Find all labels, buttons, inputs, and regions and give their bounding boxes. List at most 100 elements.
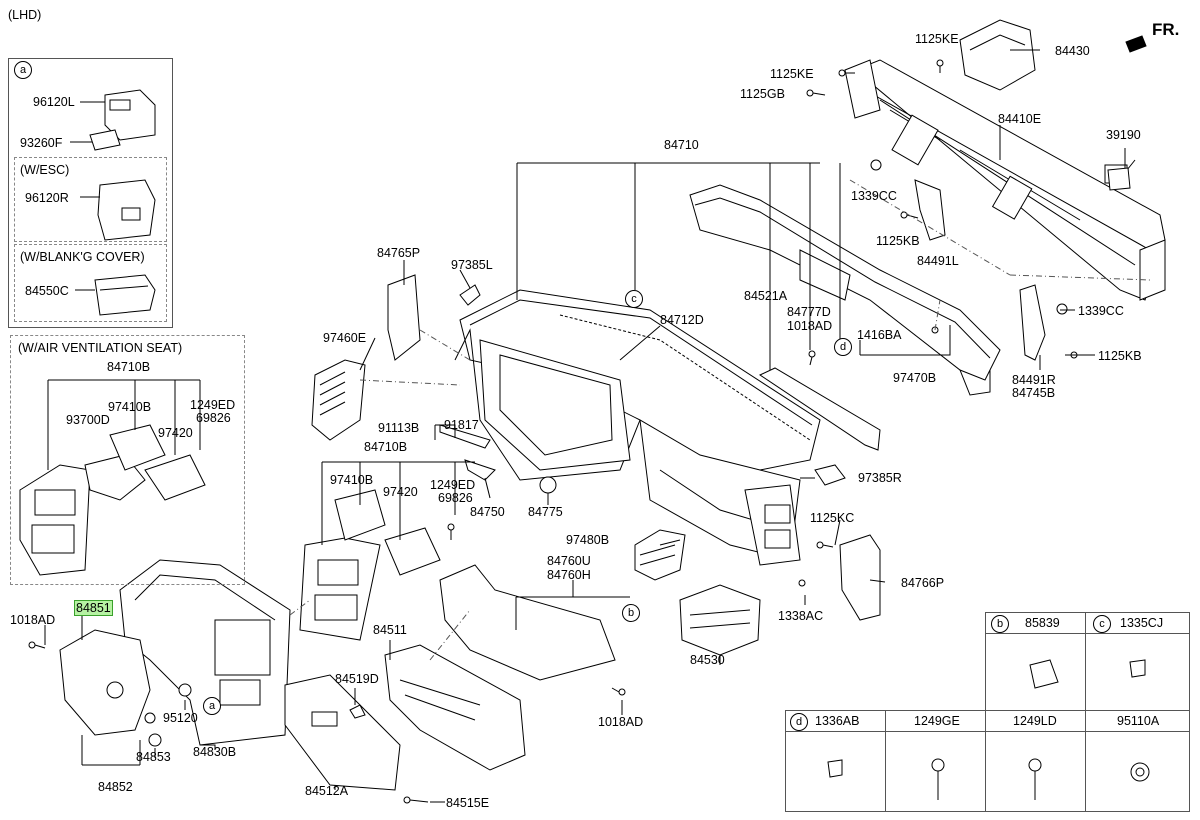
part-label-84512A[interactable]: 84512A — [305, 784, 349, 798]
front-direction-label: FR. — [1152, 20, 1180, 39]
part-label-96120L[interactable]: 96120L — [33, 95, 75, 109]
legend-part-1249GE[interactable]: 1249GE — [914, 714, 960, 728]
w-esc-label: (W/ESC) — [20, 163, 70, 177]
part-label-1018AD-bottom[interactable]: 1018AD — [598, 715, 644, 729]
part-label-1416BA[interactable]: 1416BA — [857, 328, 902, 342]
part-label-91817[interactable]: 91817 — [444, 418, 479, 432]
part-label-84530[interactable]: 84530 — [690, 653, 725, 667]
part-label-93260F[interactable]: 93260F — [20, 136, 63, 150]
callout-a[interactable]: a — [203, 697, 221, 715]
part-label-84710[interactable]: 84710 — [664, 138, 699, 152]
part-label-97385L[interactable]: 97385L — [451, 258, 493, 272]
side-cover-84766P — [839, 534, 881, 621]
part-label-84521A[interactable]: 84521A — [744, 289, 788, 303]
part-label-91113B[interactable]: 91113B — [378, 421, 420, 435]
brace-drawing — [758, 367, 881, 451]
part-label-84853[interactable]: 84853 — [136, 750, 171, 764]
part-label-1125KB-top[interactable]: 1125KB — [876, 234, 920, 248]
part-label-84491L[interactable]: 84491L — [917, 254, 959, 268]
part-label-84511[interactable]: 84511 — [373, 623, 407, 637]
part-label-97460E[interactable]: 97460E — [323, 331, 367, 345]
part-label-97480B[interactable]: 97480B — [566, 533, 610, 547]
part-label-1249ED[interactable]: 1249ED — [430, 478, 476, 492]
w-air-ventilation-seat-label: (W/AIR VENTILATION SEAT) — [18, 341, 183, 355]
part-label-1339CC-right[interactable]: 1339CC — [1078, 304, 1124, 318]
part-label-1125KC[interactable]: 1125KC — [810, 511, 855, 525]
legend-part-1249LD[interactable]: 1249LD — [1013, 714, 1057, 728]
callout-d[interactable]: d — [834, 338, 852, 356]
airbag-drawing — [679, 584, 761, 656]
lamp-39190 — [1107, 167, 1131, 191]
switch-95120 — [178, 683, 192, 697]
part-label-84745B[interactable]: 84745B — [1012, 386, 1056, 400]
shroud-drawing — [59, 629, 156, 736]
legend-part-1336AB[interactable]: 1336AB — [815, 714, 860, 728]
part-label-97420-inset[interactable]: 97420 — [158, 426, 193, 440]
part-label-84777D[interactable]: 84777D — [787, 305, 831, 319]
duct-drawing — [689, 184, 1001, 396]
part-label-97420[interactable]: 97420 — [383, 485, 418, 499]
part-label-1338AC[interactable]: 1338AC — [778, 609, 824, 623]
part-label-1018AD-left[interactable]: 1018AD — [10, 613, 56, 627]
part-label-84712D[interactable]: 84712D — [660, 313, 704, 327]
part-label-1018AD-mid[interactable]: 1018AD — [787, 319, 833, 333]
part-label-69826[interactable]: 69826 — [438, 491, 473, 505]
crash-pad-drawing — [454, 289, 821, 566]
callout-c[interactable]: c — [625, 290, 643, 308]
part-label-96120R[interactable]: 96120R — [25, 191, 69, 205]
inset-blank-frame — [14, 244, 167, 322]
part-label-84750[interactable]: 84750 — [470, 505, 505, 519]
part-label-84760H[interactable]: 84760H — [547, 568, 591, 582]
inset-esc-frame — [14, 157, 167, 242]
inset-a-frame — [8, 58, 173, 328]
part-label-84765P[interactable]: 84765P — [377, 246, 421, 260]
cap-84775 — [539, 476, 557, 494]
part-label-1125KE-top[interactable]: 1125KE — [915, 32, 959, 46]
legend-illustrations — [827, 659, 1150, 800]
legend-marker-b: b — [991, 615, 1009, 633]
part-label-84550C[interactable]: 84550C — [25, 284, 69, 298]
ring-84853 — [148, 733, 162, 747]
part-label-84710B-inset[interactable]: 84710B — [107, 360, 151, 374]
part-label-97410B[interactable]: 97410B — [330, 473, 374, 487]
part-label-39190[interactable]: 39190 — [1106, 128, 1141, 142]
callout-b[interactable]: b — [622, 604, 640, 622]
part-label-84515E[interactable]: 84515E — [446, 796, 490, 810]
part-label-84851 hl[interactable]: 84851 — [74, 600, 113, 616]
part-label-84519D[interactable]: 84519D — [335, 672, 379, 686]
part-label-84830B[interactable]: 84830B — [193, 745, 237, 759]
legend-part-95110A[interactable]: 95110A — [1117, 714, 1160, 728]
part-label-69826-inset[interactable]: 69826 — [196, 411, 231, 425]
part-label-1125GB[interactable]: 1125GB — [740, 87, 785, 101]
part-label-84410E[interactable]: 84410E — [998, 112, 1042, 126]
part-label-84491R[interactable]: 84491R — [1012, 373, 1056, 387]
part-label-1125KB-right[interactable]: 1125KB — [1098, 349, 1142, 363]
part-label-84775[interactable]: 84775 — [528, 505, 563, 519]
part-label-97410B-inset[interactable]: 97410B — [108, 400, 152, 414]
grille-97385R — [814, 464, 846, 486]
part-label-84430[interactable]: 84430 — [1055, 44, 1090, 58]
part-label-84710B[interactable]: 84710B — [364, 440, 408, 454]
part-label-1125KE[interactable]: 1125KE — [770, 67, 814, 81]
part-label-84852[interactable]: 84852 — [98, 780, 133, 794]
part-label-84766P[interactable]: 84766P — [901, 576, 945, 590]
vent-inset-drawing — [19, 379, 206, 576]
legend-part-85839[interactable]: 85839 — [1025, 616, 1060, 630]
legend-bottom-col3 — [985, 710, 1086, 812]
part-label-1249ED-inset[interactable]: 1249ED — [190, 398, 236, 412]
part-label-84760U[interactable]: 84760U — [547, 554, 591, 568]
part-label-97470B[interactable]: 97470B — [893, 371, 937, 385]
part-label-97385R[interactable]: 97385R — [858, 471, 902, 485]
leader-lines — [44, 49, 1126, 803]
legend-marker-c: c — [1093, 615, 1111, 633]
inset-vent-frame — [10, 335, 245, 585]
legend-marker-d: d — [790, 713, 808, 731]
inset-a-marker: a — [14, 61, 32, 79]
legend-part-1335CJ[interactable]: 1335CJ — [1120, 616, 1164, 630]
part-label-95120[interactable]: 95120 — [163, 711, 198, 725]
part-label-93700D[interactable]: 93700D — [66, 413, 110, 427]
assembly-lines — [289, 179, 1151, 661]
front-arrow-icon — [1125, 35, 1147, 53]
part-label-1339CC-top[interactable]: 1339CC — [851, 189, 897, 203]
